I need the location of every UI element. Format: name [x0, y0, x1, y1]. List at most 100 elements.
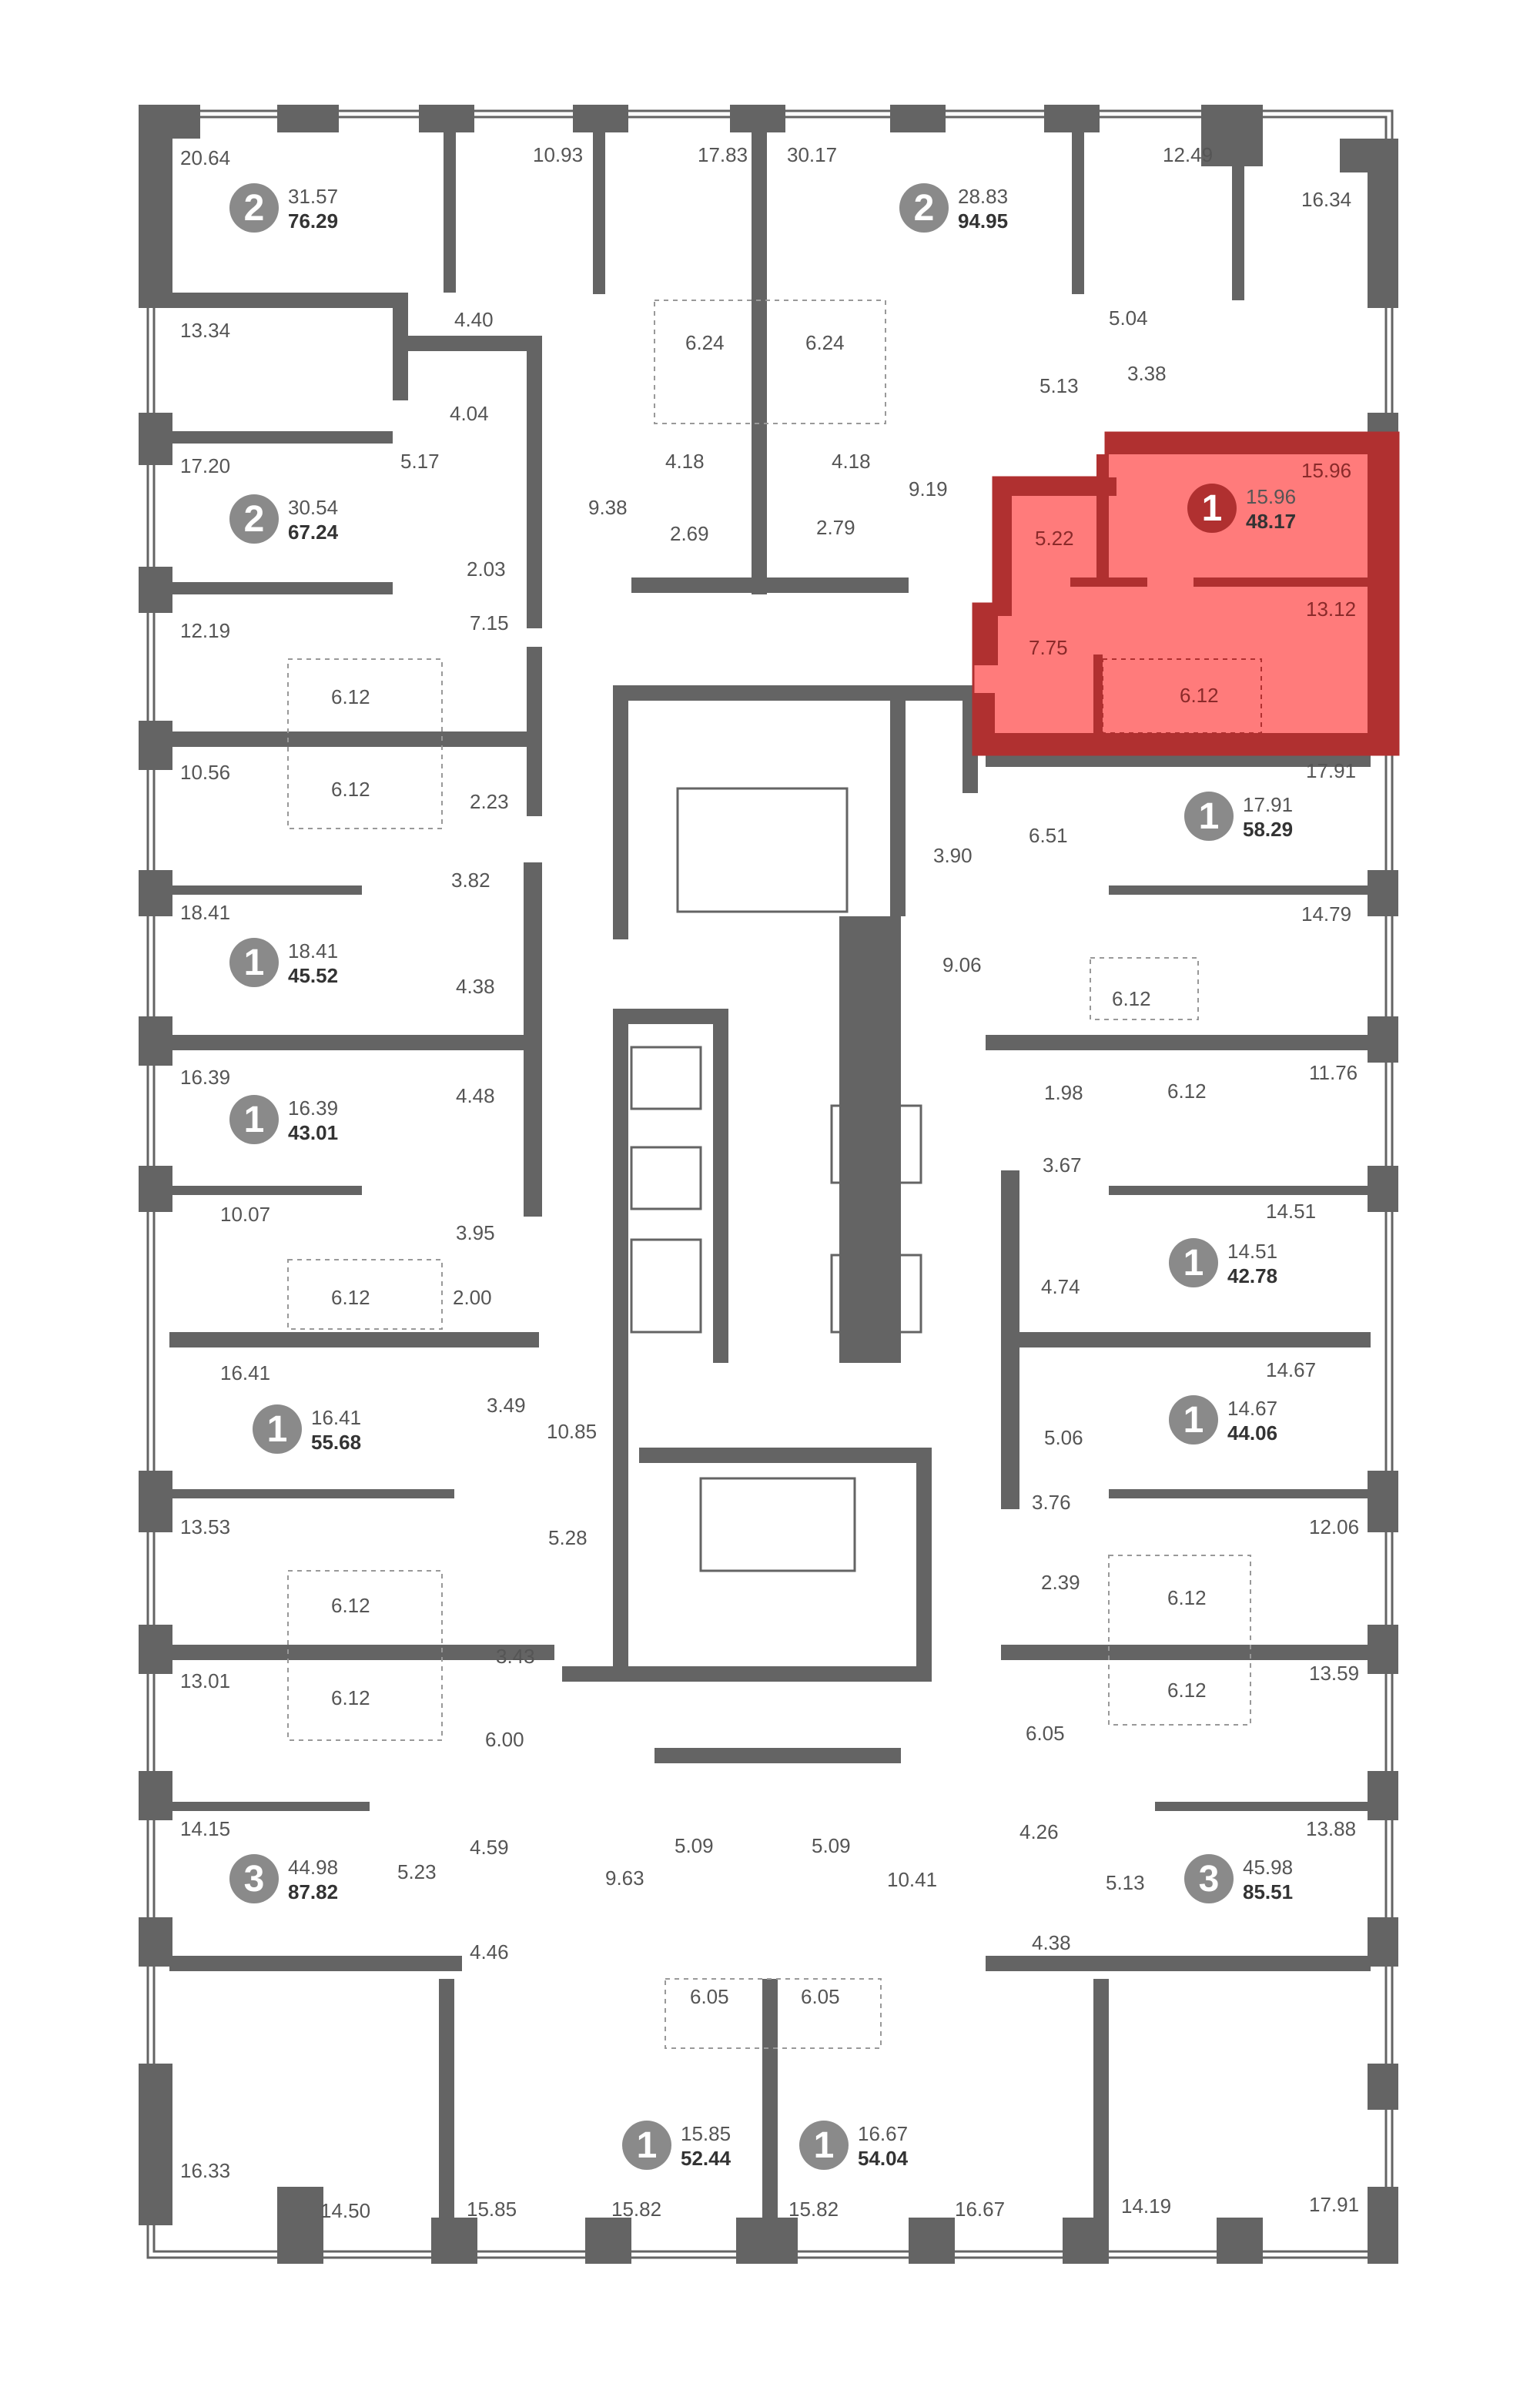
room-area-label: 5.17	[400, 450, 440, 473]
room-area-label: 9.19	[909, 477, 948, 500]
total-area: 44.06	[1227, 1421, 1277, 1445]
room-area-label: 2.79	[816, 516, 855, 539]
room-area-label: 6.05	[690, 1985, 729, 2008]
room-area-label: 14.51	[1266, 1200, 1316, 1223]
room-area-label: 16.33	[180, 2159, 230, 2182]
room-area-label: 6.51	[1029, 824, 1068, 847]
room-area-label: 12.19	[180, 619, 230, 642]
room-area-label: 2.39	[1041, 1571, 1080, 1594]
room-area-label: 4.40	[454, 308, 494, 331]
room-count-circle	[229, 183, 279, 233]
room-count: 2	[244, 188, 265, 229]
living-area: 30.54	[288, 496, 338, 519]
living-area: 16.67	[858, 2122, 908, 2145]
room-area-label: 5.04	[1109, 306, 1148, 330]
selected-apartment[interactable]	[972, 431, 1400, 756]
room-area-label: 6.12	[331, 1286, 370, 1309]
room-count: 3	[244, 1859, 265, 1900]
room-count: 1	[244, 942, 265, 983]
room-area-label: 6.12	[1167, 1586, 1207, 1609]
room-area-label: 10.56	[180, 761, 230, 784]
room-area-label: 4.59	[470, 1836, 509, 1859]
room-area-label: 13.88	[1306, 1817, 1356, 1840]
room-area-label: 5.23	[397, 1860, 437, 1883]
room-area-label: 17.91	[1306, 759, 1356, 782]
room-count: 1	[1199, 796, 1220, 837]
room-area-label: 18.41	[180, 901, 230, 924]
room-area-label: 16.39	[180, 1066, 230, 1089]
room-area-label: 15.85	[467, 2198, 517, 2221]
room-area-label: 17.83	[698, 143, 748, 166]
room-area-label: 16.67	[955, 2198, 1005, 2221]
room-count: 1	[637, 2125, 658, 2166]
room-area-label: 12.49	[1163, 143, 1213, 166]
total-area: 87.82	[288, 1880, 338, 1903]
room-area-label: 6.24	[685, 331, 725, 354]
room-count: 1	[1183, 1400, 1204, 1441]
room-area-label: 6.12	[331, 1686, 370, 1709]
room-area-label: 6.12	[1112, 987, 1151, 1010]
building-core	[562, 577, 978, 1763]
room-area-label: 5.06	[1044, 1426, 1083, 1449]
room-area-label: 4.74	[1041, 1275, 1080, 1298]
room-count: 2	[914, 188, 935, 229]
living-area: 44.98	[288, 1856, 338, 1879]
kitchen-zones	[287, 300, 1251, 2049]
room-area-label: 15.96	[1301, 459, 1351, 482]
room-area-label: 7.15	[470, 611, 509, 634]
room-area-label: 12.06	[1309, 1515, 1359, 1538]
room-area-label: 3.67	[1043, 1153, 1082, 1177]
total-area: 43.01	[288, 1121, 338, 1144]
room-area-label: 4.18	[832, 450, 871, 473]
room-count-circle	[1169, 1238, 1218, 1287]
total-area: 52.44	[681, 2147, 732, 2170]
room-area-label: 6.12	[1180, 684, 1219, 707]
total-area: 55.68	[311, 1431, 361, 1454]
room-area-label: 6.12	[331, 1594, 370, 1617]
room-area-label: 6.05	[801, 1985, 840, 2008]
room-area-label: 10.41	[887, 1868, 937, 1891]
room-area-label: 5.09	[812, 1834, 851, 1857]
living-area: 28.83	[958, 185, 1008, 208]
room-count-circle	[229, 1854, 279, 1903]
room-area-label: 16.41	[220, 1361, 270, 1384]
room-area-label: 16.34	[1301, 188, 1351, 211]
room-area-label: 10.07	[220, 1203, 270, 1226]
room-count-circle	[622, 2121, 671, 2170]
room-area-label: 4.48	[456, 1084, 495, 1107]
living-area: 14.67	[1227, 1397, 1277, 1420]
room-area-label: 5.13	[1106, 1871, 1145, 1894]
room-area-label: 14.79	[1301, 902, 1351, 926]
total-area: 76.29	[288, 209, 338, 233]
room-area-label: 5.09	[675, 1834, 714, 1857]
room-area-label: 13.01	[180, 1669, 230, 1692]
room-count-circle	[899, 183, 949, 233]
room-count-circle	[1184, 1854, 1234, 1903]
room-area-label: 4.26	[1019, 1820, 1059, 1843]
total-area: 85.51	[1243, 1880, 1293, 1903]
room-count-circle	[1169, 1395, 1218, 1445]
room-area-label: 2.23	[470, 790, 509, 813]
room-area-label: 6.12	[331, 778, 370, 801]
total-area: 67.24	[288, 521, 339, 544]
room-area-label: 10.93	[533, 143, 583, 166]
room-area-label: 17.20	[180, 454, 230, 477]
room-area-label: 3.82	[451, 869, 490, 892]
room-area-label: 5.13	[1040, 374, 1079, 397]
